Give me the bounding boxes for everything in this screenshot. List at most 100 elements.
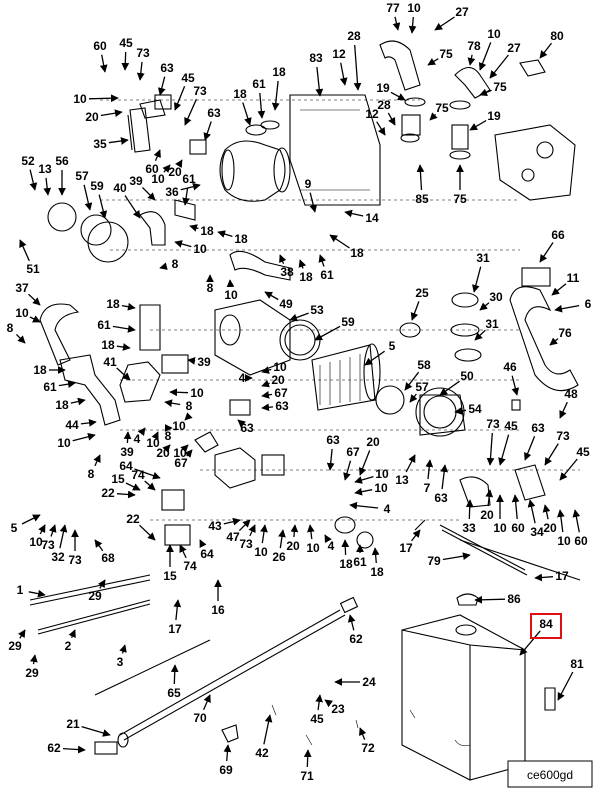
callout-67: 67 xyxy=(346,445,360,459)
callout-leader-15 xyxy=(125,482,141,491)
callout-leader-38 xyxy=(279,254,287,264)
callout-51: 51 xyxy=(26,262,40,276)
callout-leader-8 xyxy=(93,454,101,467)
callout-leader-59 xyxy=(314,325,341,341)
callout-leader-18 xyxy=(298,259,307,269)
callout-39: 39 xyxy=(197,355,211,369)
callout-leader-65 xyxy=(170,664,179,685)
callout-leader-67 xyxy=(343,460,352,481)
callout-leader-37 xyxy=(28,293,41,306)
callout-leader-45 xyxy=(121,51,130,71)
callout-leader-22 xyxy=(116,490,136,499)
callout-63: 63 xyxy=(275,399,289,413)
callout-leader-10 xyxy=(180,444,189,453)
callout-leader-61 xyxy=(257,92,266,119)
callout-leader-57 xyxy=(83,184,93,211)
callout-10: 10 xyxy=(306,541,320,555)
callout-61: 61 xyxy=(43,380,57,394)
callout-4: 4 xyxy=(384,502,391,516)
callout-10: 10 xyxy=(151,172,165,186)
callout-10: 10 xyxy=(15,306,29,320)
callout-10: 10 xyxy=(146,436,160,450)
callout-leader-20 xyxy=(261,379,270,388)
callout-33: 33 xyxy=(462,521,476,535)
callout-11: 11 xyxy=(567,271,580,285)
callout-75: 75 xyxy=(439,47,453,61)
callout-leader-58 xyxy=(404,371,420,391)
callout-leader-20 xyxy=(542,504,551,520)
callout-23: 23 xyxy=(331,702,345,716)
callout-10: 10 xyxy=(57,436,71,450)
callout-leader-73 xyxy=(486,432,495,466)
callout-leader-47 xyxy=(238,519,251,532)
callout-15: 15 xyxy=(163,569,177,583)
callout-leader-49 xyxy=(264,291,279,301)
callout-leader-63 xyxy=(157,76,166,96)
callout-54: 54 xyxy=(468,402,482,416)
callout-75: 75 xyxy=(493,80,507,94)
callout-leader-75 xyxy=(479,88,492,96)
callout-leader-36 xyxy=(180,182,201,191)
callout-20: 20 xyxy=(168,165,182,179)
callout-leader-10 xyxy=(29,315,41,323)
callout-18: 18 xyxy=(106,297,120,311)
callout-47: 47 xyxy=(226,530,240,544)
callout-48: 48 xyxy=(564,387,578,401)
callout-73: 73 xyxy=(556,429,570,443)
callout-leader-13 xyxy=(405,454,416,473)
callout-2: 2 xyxy=(65,639,72,653)
callout-31: 31 xyxy=(476,251,490,265)
callout-18: 18 xyxy=(272,65,286,79)
callout-45: 45 xyxy=(181,71,195,85)
callout-leader-29 xyxy=(97,579,106,589)
callout-10: 10 xyxy=(190,386,204,400)
callout-36: 36 xyxy=(165,185,179,199)
callout-45: 45 xyxy=(119,36,133,50)
selected-callout-highlight xyxy=(530,613,562,639)
callout-72: 72 xyxy=(361,741,375,755)
callout-leader-9 xyxy=(309,192,318,213)
callout-leader-19 xyxy=(390,91,406,101)
callout-leader-44 xyxy=(80,419,97,427)
callout-leader-17 xyxy=(534,573,554,582)
callout-leader-43 xyxy=(223,517,241,526)
callout-leader-46 xyxy=(511,375,520,396)
callout-leader-63 xyxy=(524,436,536,461)
callout-41: 41 xyxy=(103,355,117,369)
callout-leader-29 xyxy=(30,654,38,665)
callout-leader-4 xyxy=(137,427,146,436)
callout-77: 77 xyxy=(386,1,400,15)
callout-18: 18 xyxy=(350,246,364,260)
callout-20: 20 xyxy=(286,539,300,553)
callout-leader-12 xyxy=(376,121,386,136)
callout-79: 79 xyxy=(427,554,441,568)
callout-leader-73 xyxy=(544,443,559,466)
callout-leader-28 xyxy=(353,44,362,91)
callout-29: 29 xyxy=(88,589,102,603)
callout-63: 63 xyxy=(240,421,254,435)
callout-leader-54 xyxy=(454,407,467,415)
callout-75: 75 xyxy=(453,192,467,206)
callout-45: 45 xyxy=(504,419,518,433)
callout-leader-18 xyxy=(116,343,131,351)
callout-leader-10 xyxy=(307,524,315,540)
callout-leader-34 xyxy=(527,499,536,524)
callout-73: 73 xyxy=(239,537,253,551)
callout-leader-5 xyxy=(364,350,385,366)
callout-3: 3 xyxy=(117,655,124,669)
callout-8: 8 xyxy=(207,281,214,295)
callout-10: 10 xyxy=(407,1,421,15)
callout-10: 10 xyxy=(375,467,389,481)
callout-65: 65 xyxy=(167,686,181,700)
callout-leader-73 xyxy=(136,61,145,81)
callout-50: 50 xyxy=(460,369,474,383)
callout-leader-18 xyxy=(341,539,350,556)
callout-leader-41 xyxy=(116,367,131,381)
callout-44: 44 xyxy=(65,418,79,432)
callout-84[interactable]: 84 xyxy=(539,617,553,631)
callout-73: 73 xyxy=(486,417,500,431)
callout-leader-73 xyxy=(184,98,197,126)
callout-leader-85 xyxy=(416,164,425,191)
callout-leader-28 xyxy=(387,112,396,126)
